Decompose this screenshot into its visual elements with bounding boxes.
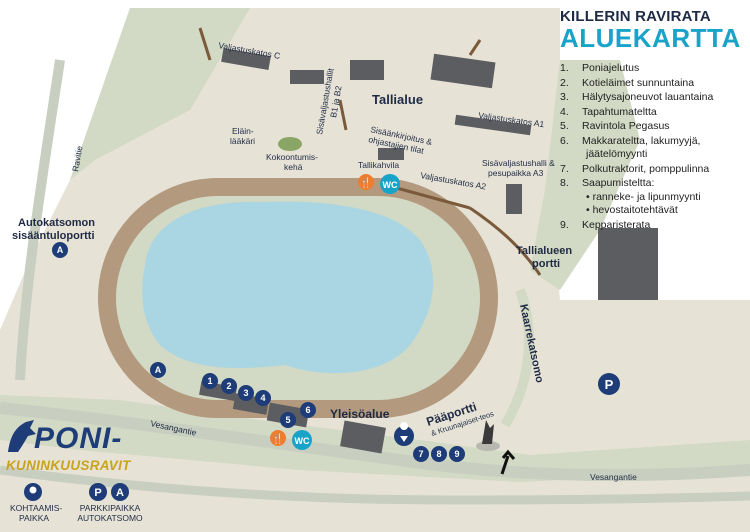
legend-item: 8.Saapumisteltta:• ranneke- ja lipunmyyn…	[560, 177, 701, 216]
marker-a-autokatsomo: A	[52, 242, 68, 258]
svg-text:P: P	[605, 377, 614, 392]
vesangantie-road	[0, 402, 750, 482]
svg-text:3: 3	[243, 388, 248, 398]
bottom-road	[0, 465, 750, 505]
label-tallialueen-portti-2: portti	[532, 258, 560, 270]
kaarrekatsomo-stand	[500, 288, 534, 428]
label-kokoontumiskeha-1: Kokoontumis-	[266, 152, 318, 162]
key-meeting-pin-icon	[24, 483, 42, 501]
label-sisavaljastushalli-a3-1: Sisävaljastushalli &	[482, 158, 555, 168]
svg-text:6: 6	[305, 405, 310, 415]
marker-3: 3	[238, 385, 254, 401]
marker-2: 2	[221, 378, 237, 394]
brand-subtitle: KUNINKUUSRAVIT	[6, 458, 131, 473]
horse-head-icon	[8, 420, 36, 452]
key-icons: P A	[24, 483, 129, 501]
marker-5: 5	[280, 412, 296, 428]
legend-item: 7.Polkutraktorit, pomppulinna	[560, 162, 710, 175]
svg-text:P: P	[94, 487, 101, 499]
key-meeting-label: KOHTAAMIS-PAIKKA	[10, 503, 63, 523]
svg-text:🍴: 🍴	[272, 432, 284, 445]
legend-item: 4.Tapahtumateltta	[560, 105, 657, 118]
label-elainlaakari-1: Eläin-	[232, 126, 254, 136]
marker-6: 6	[300, 402, 316, 418]
legend-item: 9.Kepparisterata	[560, 218, 651, 231]
legend-list: 1.Poniajelutus 2.Kotieläimet sunnuntaina…	[560, 62, 748, 232]
label-yleisoalue: Yleisöalue	[330, 407, 390, 421]
label-kokoontumiskeha-2: kehä	[284, 162, 303, 172]
svg-text:1: 1	[207, 376, 212, 386]
legend-item: 6.Makkarateltta, lakumyyjä,jäätelömyynti	[560, 134, 701, 161]
svg-text:🍴: 🍴	[360, 176, 372, 189]
svg-text:A: A	[116, 487, 124, 499]
kruunajaiset-statue-icon	[476, 420, 500, 451]
poni-kuninkuusravit-logo: PONI- KUNINKUUSRAVIT	[4, 418, 154, 478]
marker-1: 1	[202, 373, 218, 389]
marker-a-left: A	[150, 362, 166, 378]
building-big-right	[598, 228, 658, 300]
label-tallikahvila: Tallikahvila	[358, 160, 399, 170]
legend-item: 2.Kotieläimet sunnuntaina	[560, 76, 695, 89]
svg-text:A: A	[155, 365, 162, 375]
food-icon-bottom: 🍴	[270, 430, 286, 446]
key-autokatsomo-icon: A	[111, 483, 129, 501]
svg-text:5: 5	[285, 415, 290, 425]
food-icon-top: 🍴	[358, 174, 374, 190]
building-c2	[290, 70, 324, 84]
label-tallialueen-portti-1: Tallialueen	[516, 245, 572, 257]
label-ravitie: Ravitie	[70, 145, 84, 173]
svg-text:WC: WC	[383, 180, 398, 190]
svg-text:7: 7	[418, 449, 423, 459]
title-venue: KILLERIN RAVIRATA	[560, 8, 711, 25]
legend-item: 3.Hälytysajoneuvot lauantaina	[560, 91, 714, 103]
legend-item: 1.Poniajelutus	[560, 62, 640, 74]
marker-7: 7	[413, 446, 429, 462]
label-elainlaakari-2: lääkäri	[230, 136, 255, 146]
title-map: ALUEKARTTA	[560, 23, 741, 53]
label-autokatsomo-2: sisääntuloportti	[12, 230, 95, 242]
marker-9: 9	[449, 446, 465, 462]
marker-8: 8	[431, 446, 447, 462]
ravitie-road	[15, 59, 65, 381]
legend-panel: KILLERIN RAVIRATA ALUEKARTTA 1.Poniajelu…	[560, 8, 748, 233]
building-b-halls-1	[350, 60, 384, 80]
entrance-arrow-icon	[500, 449, 516, 475]
building-yleisoalue	[340, 420, 386, 454]
svg-text:4: 4	[260, 393, 265, 403]
building-b-halls-2	[430, 53, 496, 89]
building-valjastuskatos-c	[221, 47, 271, 71]
building-a3	[506, 184, 522, 214]
building-sisaankirjoitus	[378, 148, 404, 160]
infield-lake	[142, 201, 434, 374]
wc-icon-top: WC	[380, 174, 400, 194]
key-parking-icon: P	[89, 483, 107, 501]
svg-text:2: 2	[226, 381, 231, 391]
wc-icon-bottom: WC	[292, 430, 312, 450]
svg-text:A: A	[57, 245, 64, 255]
label-autokatsomo-1: Autokatsomon	[18, 217, 95, 229]
building-valjastuskatos-a1	[454, 114, 532, 136]
label-vesangantie-right: Vesangantie	[590, 472, 637, 482]
svg-text:WC: WC	[295, 436, 310, 446]
marker-4: 4	[255, 390, 271, 406]
marker-parking: P	[598, 373, 620, 395]
label-sisavaljastushalli-a3-2: pesupaikka A3	[488, 168, 544, 178]
legend-item: 5.Ravintola Pegasus	[560, 120, 670, 132]
grass-top-left	[70, 8, 250, 180]
svg-text:9: 9	[454, 449, 459, 459]
brand-name: PONI-	[34, 422, 123, 455]
kokoontumiskeha-ring	[278, 137, 302, 151]
grass-right	[530, 60, 640, 290]
label-tallialue: Tallialue	[372, 92, 423, 107]
meeting-pin-icon	[394, 422, 414, 446]
svg-text:8: 8	[436, 449, 441, 459]
